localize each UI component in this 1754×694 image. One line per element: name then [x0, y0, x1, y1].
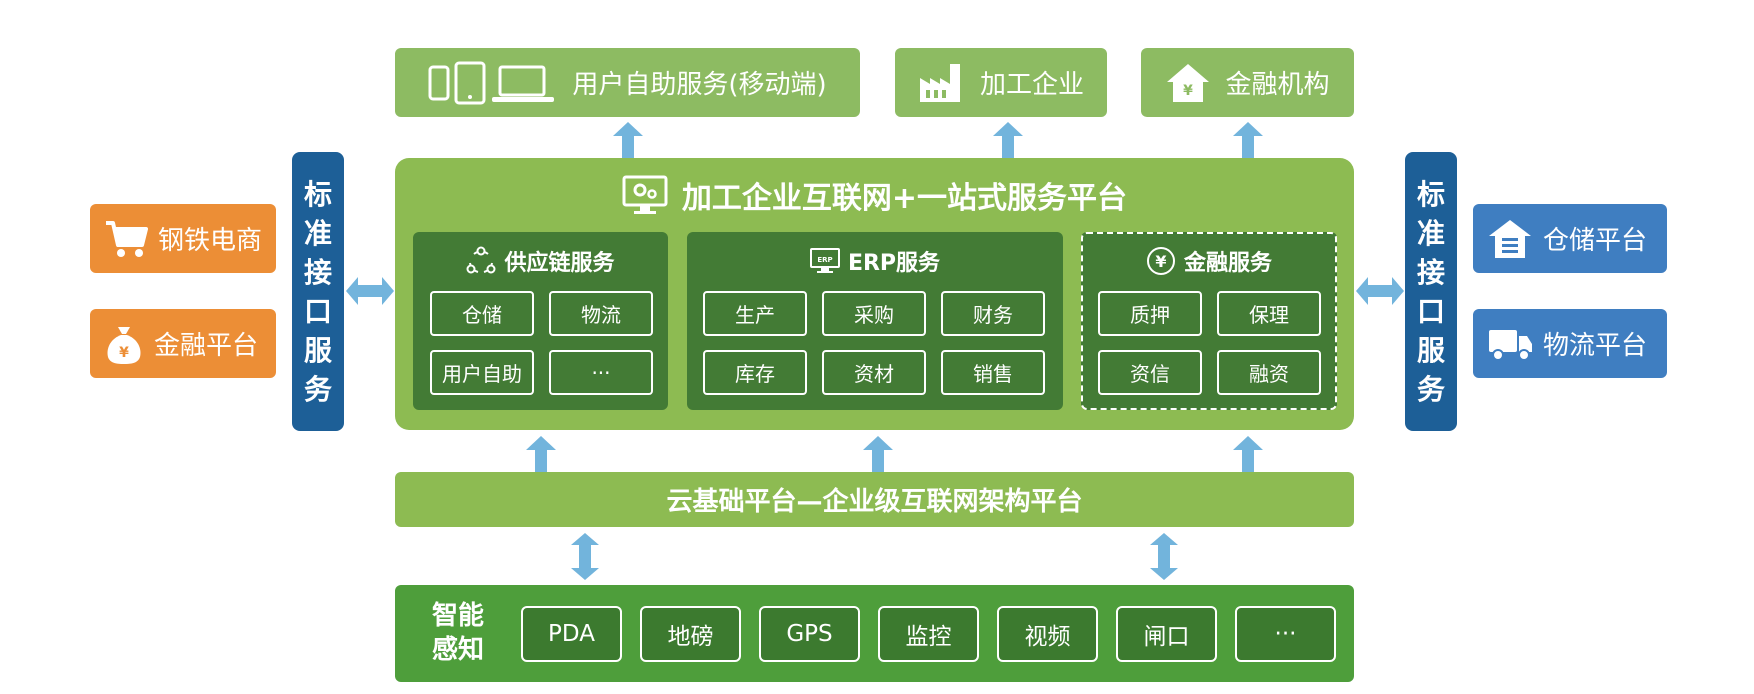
interface-char: 接 — [1416, 255, 1445, 289]
side-box-finance-platform: ¥ 金融平台 — [90, 309, 276, 378]
arrow-up-cloud-1 — [526, 436, 556, 472]
service-item: 质押 — [1098, 291, 1202, 336]
bank-home-icon: ¥ — [1165, 62, 1211, 104]
interface-char: 标 — [1416, 177, 1445, 211]
service-item: 采购 — [822, 291, 926, 336]
top-box-self-service: 用户自助服务(移动端) — [395, 48, 860, 117]
arrow-up-self-service — [613, 122, 643, 158]
svg-text:¥: ¥ — [1155, 252, 1166, 271]
cloud-platform-bar: 云基础平台—企业级互联网架构平台 — [395, 472, 1354, 527]
service-item: 仓储 — [430, 291, 534, 336]
sensing-title: 智能 感知 — [418, 599, 498, 669]
sensing-item: PDA — [521, 606, 622, 662]
interface-char: 服 — [303, 333, 332, 367]
arrow-left-interface — [346, 277, 394, 305]
sensing-item: 地磅 — [640, 606, 741, 662]
service-item: ··· — [549, 350, 653, 395]
arrow-vertical-1 — [571, 533, 599, 580]
svg-text:¥: ¥ — [119, 345, 129, 361]
side-box-logistics-platform: 物流平台 — [1473, 309, 1667, 378]
panel-supply-chain-header: 供应链服务 — [413, 244, 668, 278]
arrow-up-finance — [1233, 122, 1263, 158]
top-box-label: 用户自助服务(移动端) — [572, 70, 827, 100]
right-standard-interface: 标 准 接 口 服 务 — [1405, 152, 1457, 431]
interface-char: 准 — [303, 216, 332, 250]
panel-supply-chain — [413, 232, 668, 410]
arrow-up-cloud-2 — [863, 436, 893, 472]
devices-icon — [428, 61, 558, 105]
side-box-label: 金融平台 — [154, 331, 259, 361]
top-box-label: 加工企业 — [979, 70, 1084, 100]
interface-char: 接 — [303, 255, 332, 289]
panel-title: 供应链服务 — [504, 251, 615, 276]
yen-circle-icon: ¥ — [1146, 246, 1176, 276]
side-box-label: 仓储平台 — [1543, 226, 1648, 256]
panel-finance-header: ¥ 金融服务 — [1081, 244, 1337, 278]
sensing-item: 监控 — [878, 606, 979, 662]
service-item: 保理 — [1217, 291, 1321, 336]
interface-char: 口 — [1416, 294, 1445, 328]
warehouse-icon — [1487, 218, 1533, 260]
sensing-title-line: 感知 — [431, 635, 484, 665]
cloud-platform-label: 云基础平台—企业级互联网架构平台 — [666, 487, 1083, 517]
svg-text:ERP: ERP — [817, 256, 832, 264]
service-item: 库存 — [703, 350, 807, 395]
service-item: 用户自助 — [430, 350, 534, 395]
erp-monitor-icon: ERP — [809, 248, 840, 274]
service-item: 资信 — [1098, 350, 1202, 395]
cart-icon — [104, 219, 148, 259]
panel-title: 金融服务 — [1183, 251, 1272, 276]
panel-finance — [1081, 232, 1337, 410]
service-item: 财务 — [941, 291, 1045, 336]
service-item: 销售 — [941, 350, 1045, 395]
interface-char: 标 — [303, 177, 332, 211]
left-standard-interface: 标 准 接 口 服 务 — [292, 152, 344, 431]
supply-chain-icon — [466, 246, 496, 276]
service-item: 生产 — [703, 291, 807, 336]
side-box-label: 钢铁电商 — [158, 226, 263, 256]
interface-char: 口 — [303, 294, 332, 328]
truck-icon — [1487, 326, 1533, 362]
panel-erp-header: ERP ERP服务 — [687, 244, 1063, 278]
arrow-up-cloud-3 — [1233, 436, 1263, 472]
sensing-item: ··· — [1235, 606, 1336, 662]
interface-char: 服 — [1416, 333, 1445, 367]
platform-title: 加工企业互联网+一站式服务平台 — [395, 172, 1354, 218]
sensing-item: 闸口 — [1116, 606, 1217, 662]
side-box-warehouse-platform: 仓储平台 — [1473, 204, 1667, 273]
interface-char: 务 — [303, 372, 332, 406]
service-item: 物流 — [549, 291, 653, 336]
monitor-gear-icon — [622, 175, 668, 215]
side-box-steel-ecommerce: 钢铁电商 — [90, 204, 276, 273]
interface-char: 准 — [1416, 216, 1445, 250]
panel-erp — [687, 232, 1063, 410]
panel-title: ERP服务 — [847, 251, 941, 276]
arrow-up-enterprise — [993, 122, 1023, 158]
arrow-vertical-2 — [1150, 533, 1178, 580]
platform-title-text: 加工企业互联网+一站式服务平台 — [681, 181, 1128, 216]
service-item: 融资 — [1217, 350, 1321, 395]
top-box-label: 金融机构 — [1225, 70, 1330, 100]
factory-icon — [918, 62, 966, 104]
sensing-item: GPS — [759, 606, 860, 662]
sensing-title-line: 智能 — [431, 601, 484, 631]
service-item: 资材 — [822, 350, 926, 395]
interface-char: 务 — [1416, 372, 1445, 406]
sensing-item: 视频 — [997, 606, 1098, 662]
top-box-finance: ¥ 金融机构 — [1141, 48, 1354, 117]
side-box-label: 物流平台 — [1543, 331, 1648, 361]
money-bag-icon: ¥ — [104, 323, 144, 365]
arrow-right-interface — [1356, 277, 1404, 305]
svg-text:¥: ¥ — [1184, 83, 1194, 99]
top-box-enterprise: 加工企业 — [895, 48, 1107, 117]
